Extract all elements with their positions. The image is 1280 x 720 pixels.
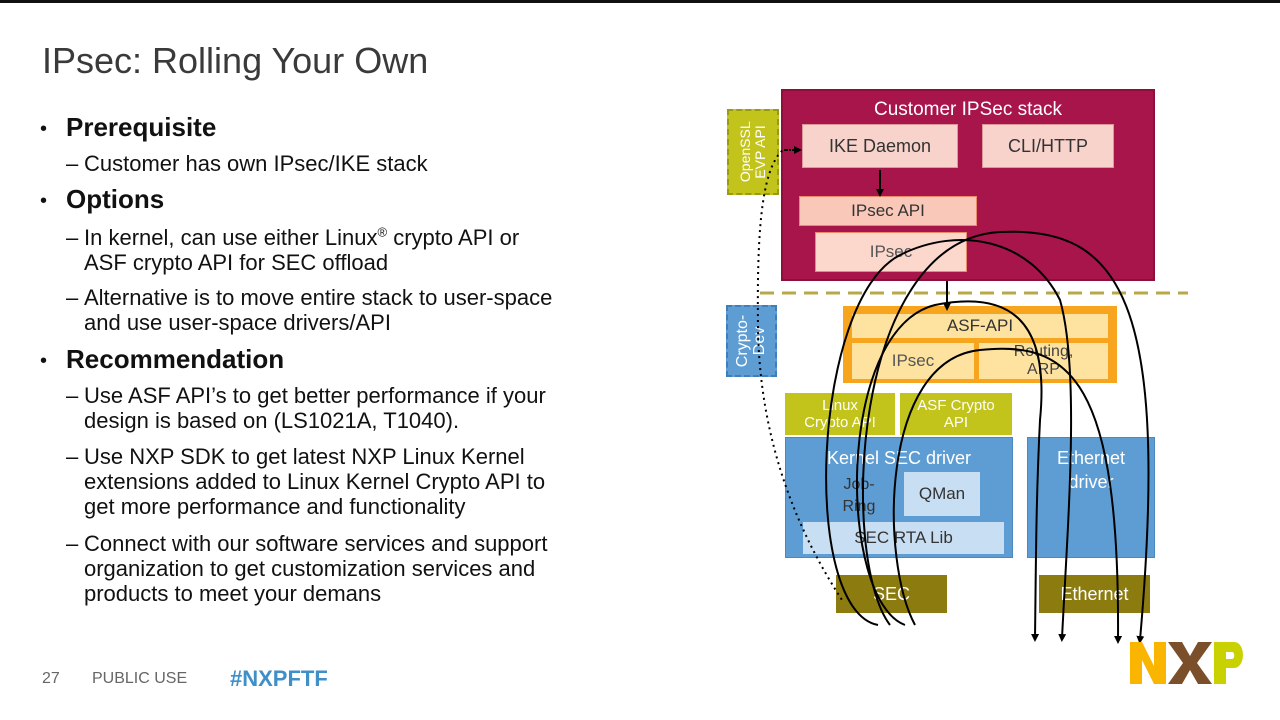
bullet-heading: Options	[66, 184, 165, 214]
dash-glyph: –	[66, 444, 79, 469]
linux-tail-text: crypto API or	[387, 225, 520, 250]
ipsec-api-box: IPsec API	[799, 196, 977, 226]
bullet-heading: Prerequisite	[66, 112, 217, 142]
bullet-glyph: •	[40, 189, 48, 212]
bullet-glyph: •	[40, 117, 48, 140]
sub-bullet-line: and use user-space drivers/API	[84, 310, 391, 335]
asf-crypto-api-box: ASF Crypto API	[900, 393, 1012, 435]
cli-http-box: CLI/HTTP	[982, 124, 1114, 168]
qman-box: QMan	[904, 472, 980, 516]
linux-text: In kernel, can use either Linux	[84, 225, 378, 250]
sub-bullet-line: get more performance and functionality	[84, 494, 466, 519]
linux-crypto-api-box: Linux Crypto API	[785, 393, 895, 435]
sub-bullet: – Customer has own IPsec/IKE stack	[66, 151, 428, 176]
bullet-heading: Recommendation	[66, 344, 285, 374]
asf-ipsec-box: IPsec	[852, 343, 974, 379]
sub-bullet-line: organization to get customization servic…	[84, 556, 536, 581]
sub-bullet-line: ASF crypto API for SEC offload	[84, 250, 389, 275]
data-path-3	[861, 230, 1150, 644]
dash-glyph: –	[66, 383, 79, 408]
dash-glyph: –	[66, 225, 79, 250]
sub-bullet-line: products to meet your demans	[84, 581, 382, 606]
customer-stack-label: Customer IPSec stack	[874, 99, 1062, 120]
hashtag: #NXPFTF	[230, 666, 328, 691]
sub-bullet-line: In kernel, can use either Linux® crypto …	[84, 225, 519, 250]
dash-glyph: –	[66, 151, 79, 176]
sub-bullet: – Use NXP SDK to get latest NXP Linux Ke…	[66, 444, 545, 519]
nxp-logo	[1128, 640, 1246, 686]
bullet-options: • Options	[40, 184, 164, 215]
openssl-dotted-path	[756, 149, 843, 601]
data-path-2	[855, 300, 1043, 642]
sec-rta-lib-box: SEC RTA Lib	[803, 522, 1004, 554]
job-ring-label: Job-Ring	[842, 476, 876, 515]
slide-title: IPsec: Rolling Your Own	[42, 40, 429, 81]
top-rule	[0, 0, 1280, 3]
bullet-prerequisite: • Prerequisite	[40, 112, 216, 143]
dash-glyph: –	[66, 531, 79, 556]
sub-bullet: – Alternative is to move entire stack to…	[66, 285, 552, 335]
sub-bullet-line: design is based on (LS1021A, T1040).	[84, 408, 460, 433]
sub-bullet-line: Use ASF API’s to get better performance …	[84, 383, 546, 408]
nxp-logo-graphic	[1130, 642, 1243, 684]
sub-bullet: – Use ASF API’s to get better performanc…	[66, 383, 546, 433]
sub-bullet: – Connect with our software services and…	[66, 531, 547, 606]
page-number: 27	[42, 670, 60, 687]
ethernet-driver: Ethernet driver	[1027, 437, 1155, 558]
sub-bullet-line: Use NXP SDK to get latest NXP Linux Kern…	[84, 444, 525, 469]
classification-label: PUBLIC USE	[92, 670, 188, 687]
registered-mark: ®	[377, 224, 388, 240]
cryptodev-box: Crypto-Dev	[726, 305, 777, 377]
ethernet-hardware-box: Ethernet	[1039, 575, 1150, 613]
dash-glyph: –	[66, 285, 79, 310]
openssl-evp-api-box: OpenSSL EVP API	[727, 109, 779, 195]
ipsec-box: IPsec	[815, 232, 967, 272]
sub-bullet-line: Connect with our software services and s…	[84, 531, 548, 556]
sub-bullet-line: Alternative is to move entire stack to u…	[84, 285, 553, 310]
bullet-glyph: •	[40, 349, 48, 372]
data-path-4	[892, 347, 1123, 644]
data-path-1	[825, 239, 1073, 642]
sub-bullet-line: extensions added to Linux Kernel Crypto …	[84, 469, 546, 494]
sub-bullet: – In kernel, can use either Linux® crypt…	[66, 225, 519, 275]
sec-hardware-box: SEC	[836, 575, 947, 613]
ethernet-driver-label: Ethernet driver	[1056, 448, 1126, 492]
sub-bullet-line: Customer has own IPsec/IKE stack	[84, 151, 428, 176]
ike-daemon-box: IKE Daemon	[802, 124, 958, 168]
bullet-recommendation: • Recommendation	[40, 344, 284, 375]
